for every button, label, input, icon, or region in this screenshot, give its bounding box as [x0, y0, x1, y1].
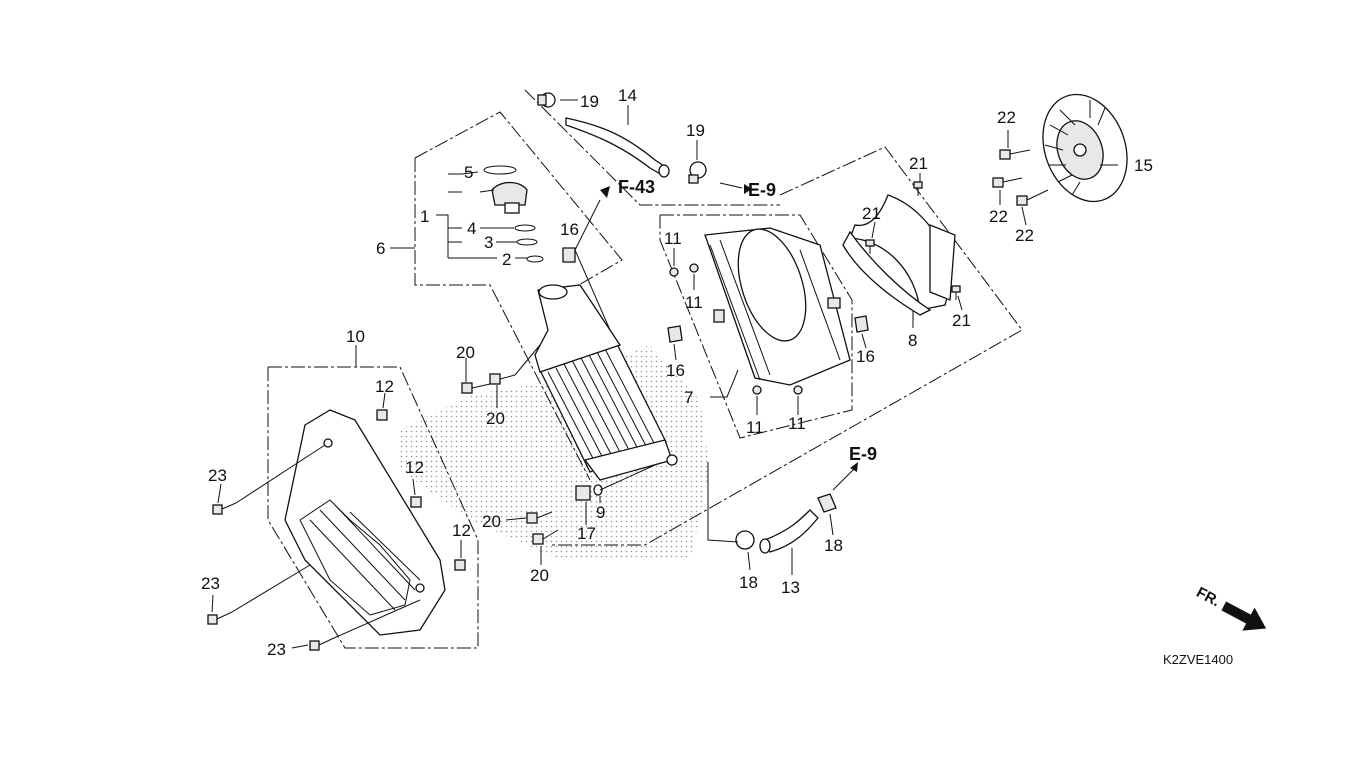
label-11c: 11 [746, 418, 764, 437]
label-21a: 21 [909, 154, 928, 173]
front-marker: FR. [1194, 584, 1267, 631]
leader-lines [211, 99, 1118, 649]
label-6: 6 [376, 239, 385, 258]
front-arrow-icon [1221, 601, 1267, 631]
label-22a: 22 [997, 108, 1016, 127]
label-18a: 18 [739, 573, 758, 592]
label-16a: 16 [560, 220, 579, 239]
fan-bolts [992, 149, 1049, 206]
hose-clamps-18 [735, 493, 837, 550]
label-19b: 19 [686, 121, 705, 140]
nuts-11 [669, 263, 803, 395]
cross-references: F-43 E-9 E-9 [618, 177, 877, 464]
label-7: 7 [684, 388, 693, 407]
label-2: 2 [502, 250, 511, 269]
ref-e9-lower: E-9 [849, 444, 877, 464]
label-20a: 20 [456, 343, 475, 362]
label-3: 3 [484, 233, 493, 252]
ref-e9-upper: E-9 [748, 180, 776, 200]
label-15: 15 [1134, 156, 1153, 175]
hose-clamps-19 [537, 92, 707, 184]
label-17: 17 [577, 524, 596, 543]
label-11a: 11 [664, 229, 682, 248]
screws-21 [865, 181, 961, 300]
ref-f43: F-43 [618, 177, 655, 197]
drain-bolt [575, 484, 603, 501]
label-20b: 20 [486, 409, 505, 428]
collars-12 [376, 409, 466, 571]
label-1: 1 [420, 207, 429, 226]
label-23a: 23 [208, 466, 227, 485]
label-11b: 11 [685, 293, 703, 312]
label-12b: 12 [405, 458, 424, 477]
label-22c: 22 [1015, 226, 1034, 245]
label-5: 5 [464, 163, 473, 182]
radiator [534, 284, 678, 481]
assembly-boundaries [267, 89, 1023, 649]
label-13: 13 [781, 578, 800, 597]
label-9: 9 [596, 503, 605, 522]
label-18b: 18 [824, 536, 843, 555]
label-12a: 12 [375, 377, 394, 396]
screws-23 [207, 502, 335, 651]
fan-cover [704, 227, 851, 386]
label-20d: 20 [530, 566, 549, 585]
label-16b: 16 [666, 361, 685, 380]
diagram-code: K2ZVE1400 [1163, 652, 1233, 667]
label-23b: 23 [201, 574, 220, 593]
shroud [842, 194, 956, 316]
bolts-20 [461, 373, 559, 545]
front-marker-label: FR. [1194, 584, 1223, 610]
cooling-fan [1042, 93, 1128, 203]
label-22b: 22 [989, 207, 1008, 226]
label-10: 10 [346, 327, 365, 346]
part-labels: 1 2 3 4 5 6 7 8 9 10 11 11 11 11 12 12 1… [201, 86, 1153, 659]
lower-hose [759, 509, 819, 554]
label-19a: 19 [580, 92, 599, 111]
label-4: 4 [467, 219, 476, 238]
upper-hose [565, 117, 670, 178]
label-11d: 11 [788, 414, 806, 433]
label-20c: 20 [482, 512, 501, 531]
reference-arrows [600, 184, 858, 472]
label-12c: 12 [452, 521, 471, 540]
label-23c: 23 [267, 640, 286, 659]
label-14: 14 [618, 86, 637, 105]
label-21c: 21 [952, 311, 971, 330]
clips-16 [562, 247, 869, 343]
side-cover [284, 409, 446, 636]
label-21b: 21 [862, 204, 881, 223]
label-8: 8 [908, 331, 917, 350]
label-16c: 16 [856, 347, 875, 366]
